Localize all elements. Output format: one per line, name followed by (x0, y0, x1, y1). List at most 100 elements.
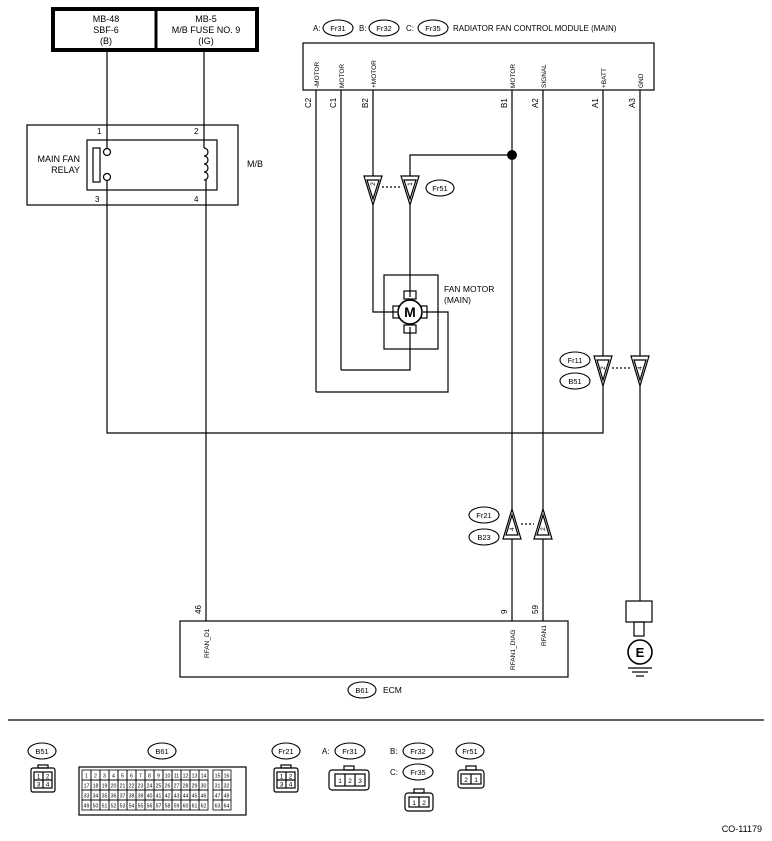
ecm-pin-num-59: 59 (531, 605, 540, 614)
module-title: RADIATOR FAN CONTROL MODULE (MAIN) (453, 24, 617, 33)
ground-symbol (627, 639, 653, 665)
legend-b61-pin-number: 38 (129, 794, 135, 800)
fr21-terminal-2 (533, 506, 553, 540)
ground-terminal (625, 600, 653, 623)
legend-b61-pin-number: 4 (112, 774, 115, 780)
legend-fr21-cell: 4 (289, 782, 293, 789)
legend-b61-pin-number: 52 (111, 804, 117, 810)
legend-b61-pin-number: 16 (224, 774, 230, 780)
ground-symbol-letter: E (636, 645, 645, 660)
motor-symbol (397, 299, 423, 325)
legend-b61-pin-number: 58 (165, 804, 171, 810)
legend-b61-pin-number: 20 (111, 784, 117, 790)
relay-pin-2: 2 (194, 127, 199, 136)
legend-b61-pin-number: 13 (192, 774, 198, 780)
label-oval-fr35 (417, 19, 449, 37)
legend-b51-lock (37, 764, 49, 769)
legend-b61-pin-number: 43 (174, 794, 180, 800)
module-pin-id-a2: A2 (531, 98, 540, 108)
legend-b61-pin-number: 3 (103, 774, 106, 780)
legend-fr35-cell: 2 (422, 800, 426, 807)
b51-label: B51 (568, 377, 581, 386)
ecm-name: ECM (383, 685, 402, 695)
legend-b61-pin-number: 22 (129, 784, 135, 790)
legend-fr31-cell: 3 (358, 778, 362, 785)
relay-contact-bar (92, 147, 101, 183)
legend-fr21-cell: 3 (280, 782, 284, 789)
wire-relay-pin3-to-batt (106, 181, 604, 434)
legend-fr31-label: Fr31 (342, 747, 357, 756)
legend-b61-pin-number: 8 (148, 774, 151, 780)
legend-b61-pin-number: 44 (183, 794, 189, 800)
legend-b61-pin-number: 39 (138, 794, 144, 800)
legend-fr31-prefix: A: (322, 747, 330, 756)
motor-symbol-letter: M (404, 304, 416, 320)
legend-b61-pin-number: 54 (129, 804, 135, 810)
legend-b61-pin-number: 2 (94, 774, 97, 780)
legend-fr51-label: Fr51 (462, 747, 477, 756)
legend-oval-b61 (147, 742, 177, 760)
legend-b61-pin-number: 6 (130, 774, 133, 780)
legend-b51-label: B51 (35, 747, 48, 756)
legend-b61-pin-number: 61 (192, 804, 198, 810)
legend-fr21-cell: 2 (289, 774, 293, 781)
legend-b61-pin-number: 29 (192, 784, 198, 790)
legend-b61-pin-number: 59 (174, 804, 180, 810)
legend-b51-cell: 3 (37, 782, 41, 789)
relay-coil (203, 147, 209, 181)
fr21-pin-4: 4 (509, 527, 516, 531)
wire-junction-to-fr51 (409, 154, 512, 176)
legend-fr31-cell: 2 (348, 778, 352, 785)
fr11-terminal-4 (630, 355, 650, 389)
fuse-left-line1: MB-48 (93, 14, 120, 24)
fuse-right-line3: (IG) (198, 36, 214, 46)
module-pin-name-c1: MOTOR (339, 64, 346, 88)
legend-b61-pin-number: 42 (165, 794, 171, 800)
ecm-pin-num-9: 9 (500, 609, 509, 614)
legend-b61-pin-number: 7 (139, 774, 142, 780)
b23-label: B23 (477, 533, 490, 542)
legend-fr31-grid (334, 773, 366, 787)
module-pin-name-c2: -MOTOR (314, 61, 321, 88)
legend-b51-cell: 4 (46, 782, 50, 789)
module-pin-id-a1: A1 (591, 98, 600, 108)
label-oval-fr21 (468, 506, 500, 524)
legend-fr31-cell: 1 (338, 778, 342, 785)
legend-b61-pin-number: 26 (165, 784, 171, 790)
wire-junction-dot (507, 150, 517, 160)
ecm-connector-label: B61 (355, 686, 368, 695)
label-oval-b23 (468, 528, 500, 546)
legend-b61-pin-number: 14 (201, 774, 207, 780)
legend-fr31-lock (343, 765, 355, 771)
fuse-left-line2: SBF-6 (93, 25, 119, 35)
legend-b61-pin-number: 60 (183, 804, 189, 810)
legend-fr21-cell: 1 (280, 774, 284, 781)
legend-b61-pin-number: 5 (121, 774, 124, 780)
legend-fr21-lock (280, 764, 292, 769)
module-pin-id-b2: B2 (361, 98, 370, 108)
module-conn-a-id: Fr31 (330, 24, 345, 33)
legend-b61-pin-number: 18 (93, 784, 99, 790)
module-conn-c-id: Fr35 (425, 24, 440, 33)
legend-fr32-prefix: B: (390, 747, 398, 756)
legend-b61-pin-number: 57 (156, 804, 162, 810)
legend-fr35-prefix: C: (390, 768, 398, 777)
legend-b61-pin-number: 46 (201, 794, 207, 800)
module-conn-b-id: Fr32 (376, 24, 391, 33)
fr11-terminal-2 (593, 355, 613, 389)
legend-b61-pin-number: 28 (183, 784, 189, 790)
module-conn-c-prefix: C: (406, 24, 414, 33)
module-pin-name-b2: +MOTOR (371, 60, 378, 88)
motor-brush-bottom (403, 324, 417, 334)
label-oval-fr32 (368, 19, 400, 37)
fr21-label: Fr21 (476, 511, 491, 520)
legend-b61-pin-number: 51 (102, 804, 108, 810)
fan-motor-label-line1: FAN MOTOR (444, 284, 494, 294)
relay-contact-terminal-1 (102, 147, 112, 157)
fr11-pin-4: 4 (637, 366, 644, 370)
legend-b61-pin-number: 9 (157, 774, 160, 780)
legend-b61-pin-number: 33 (84, 794, 90, 800)
module-pin-id-c2: C2 (304, 97, 313, 108)
module-pin-name-a1: +BATT (601, 68, 608, 88)
